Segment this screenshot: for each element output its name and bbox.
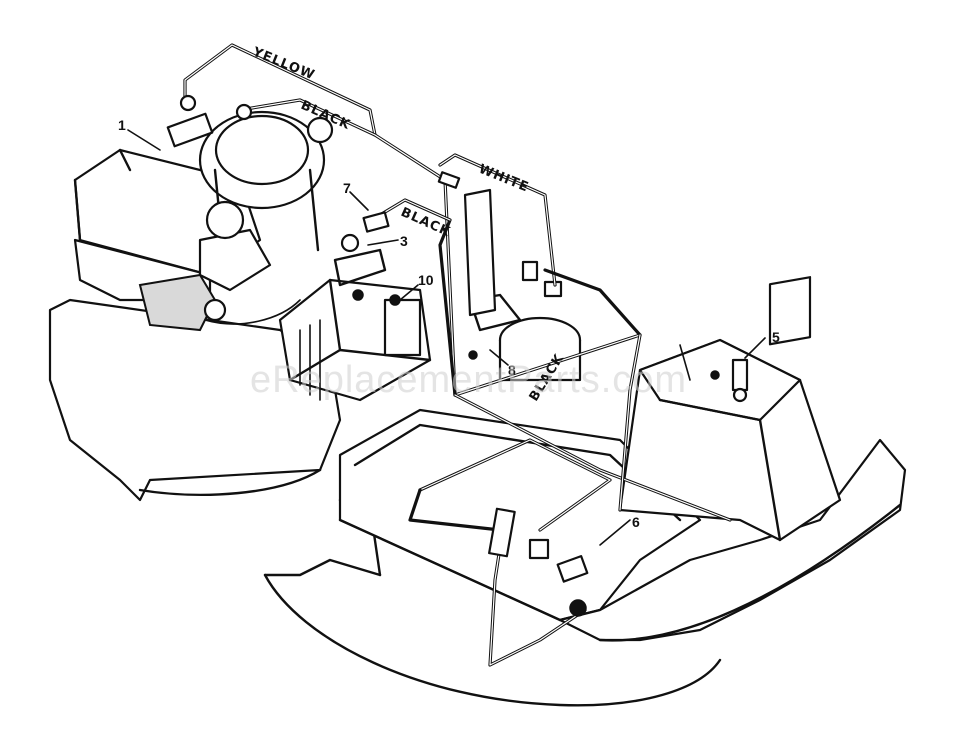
callout-numbers: 1 7 3 10 5 8 6 bbox=[118, 117, 780, 530]
callout-6: 6 bbox=[632, 514, 640, 530]
callout-5: 5 bbox=[772, 329, 780, 345]
callout-1: 1 bbox=[118, 117, 126, 133]
callout-8: 8 bbox=[508, 362, 516, 378]
callout-10: 10 bbox=[418, 272, 434, 288]
callout-3: 3 bbox=[400, 233, 408, 249]
mower-deck bbox=[48, 298, 722, 707]
starter-solenoid bbox=[278, 248, 432, 402]
connectors bbox=[179, 94, 749, 617]
engine bbox=[73, 110, 334, 332]
battery-area bbox=[463, 188, 563, 317]
watermark: eReplacementParts.com bbox=[250, 359, 687, 401]
callout-7: 7 bbox=[343, 180, 351, 196]
wire-label-yellow: YELLOW bbox=[250, 44, 318, 83]
tractor-frame bbox=[338, 408, 907, 642]
dash-console bbox=[618, 276, 842, 542]
wiring-harness bbox=[183, 43, 732, 667]
starter-motor bbox=[468, 293, 582, 382]
leader-lines bbox=[127, 129, 766, 546]
